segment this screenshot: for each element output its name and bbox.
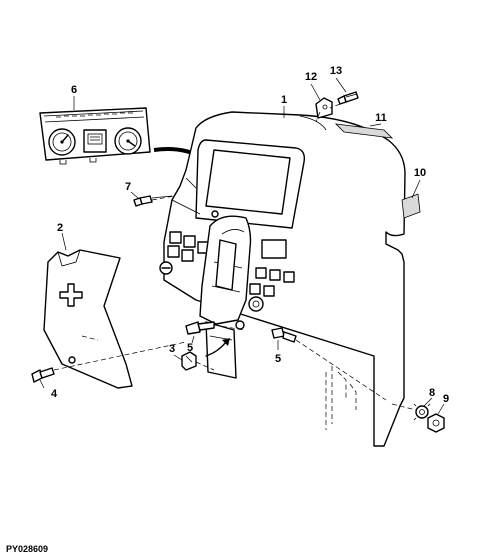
- clip: [181, 351, 197, 371]
- callout-7: 7: [125, 181, 131, 193]
- callout-labels: 6 1 2 3 4 5 5 7 8 9 10 11 12 13: [51, 65, 449, 405]
- callout-8: 8: [429, 387, 435, 399]
- callout-2: 2: [57, 222, 63, 234]
- rotate-arrow: [205, 338, 230, 357]
- callout-3: 3: [169, 343, 175, 355]
- star-washer: [413, 403, 431, 421]
- callout-5-left: 5: [187, 342, 193, 354]
- bolt-left: [185, 321, 215, 335]
- screw-left-upper: [133, 195, 173, 207]
- callout-12: 12: [305, 71, 317, 83]
- figure-id: PY028609: [6, 544, 48, 554]
- nut: [427, 413, 445, 433]
- bracket: [315, 97, 333, 119]
- assembly-paths: [53, 103, 417, 411]
- leader-lines: [39, 77, 445, 415]
- callout-4: 4: [51, 388, 58, 400]
- screw-top: [337, 91, 359, 105]
- callout-9: 9: [443, 393, 449, 405]
- callout-6: 6: [71, 84, 77, 96]
- callout-13: 13: [330, 65, 342, 77]
- screw-lower-left: [31, 367, 55, 383]
- instrument-cluster: [39, 107, 151, 165]
- lower-cover: [43, 249, 133, 389]
- hidden-structure-dashed: [325, 366, 357, 430]
- callout-10: 10: [414, 167, 426, 179]
- foam-strip: [334, 123, 394, 139]
- callout-1: 1: [281, 94, 287, 106]
- callout-5-right: 5: [275, 353, 281, 365]
- dashboard-panel: [159, 111, 406, 447]
- bolt-right: [271, 327, 297, 343]
- steering-column-opening: [199, 215, 252, 379]
- callout-11: 11: [375, 112, 387, 124]
